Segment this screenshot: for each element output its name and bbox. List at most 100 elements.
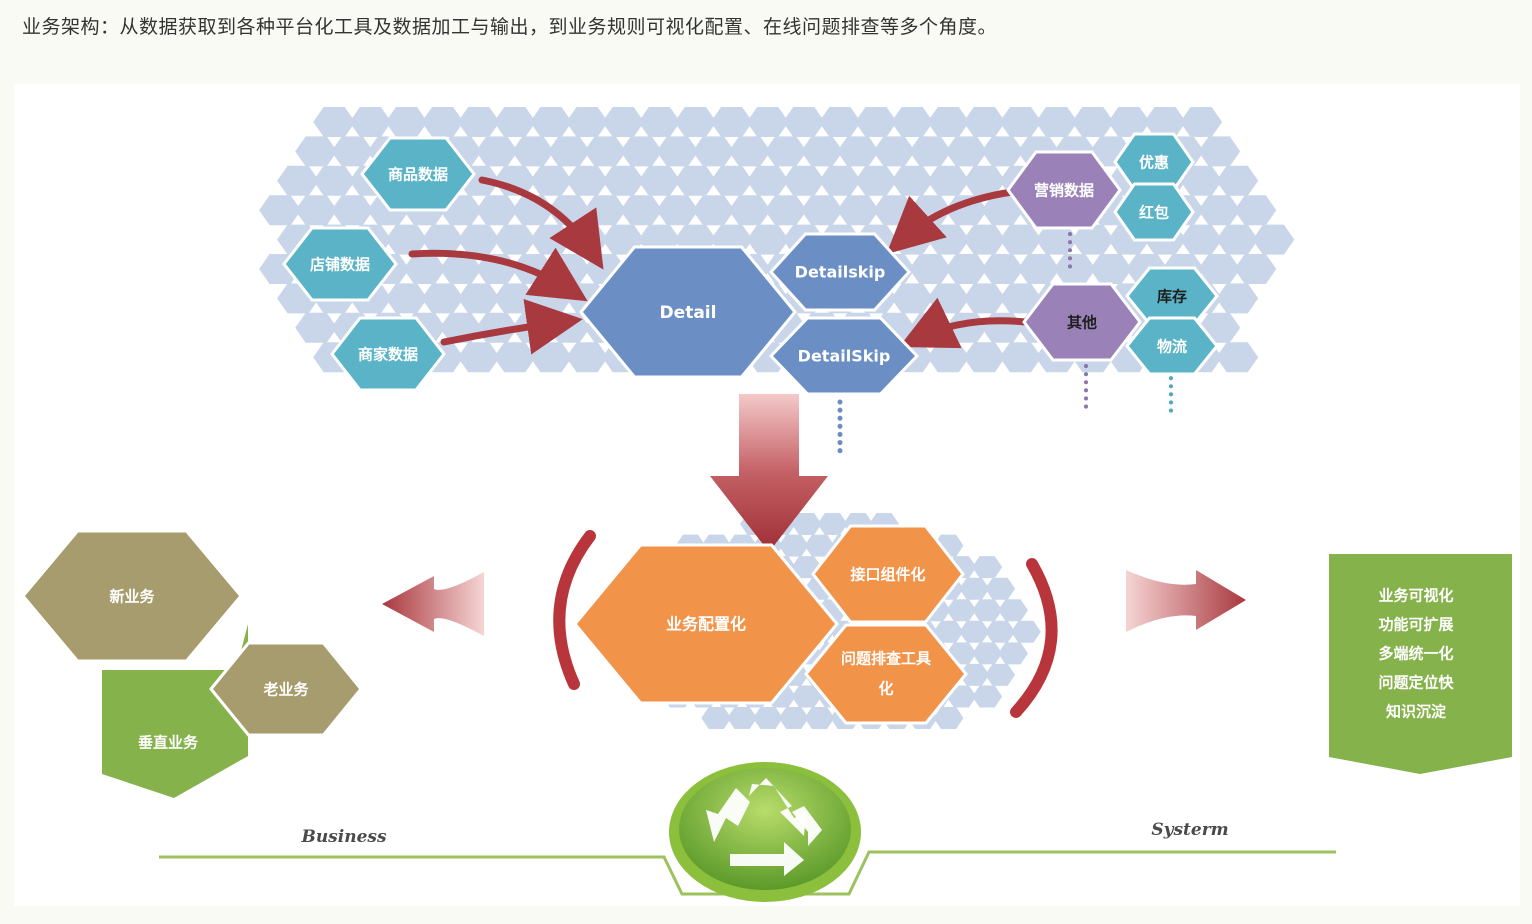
hex-stock-label: 库存 — [1157, 288, 1187, 306]
bg-hex — [959, 663, 990, 686]
bg-hex — [566, 165, 609, 196]
bg-hex — [457, 283, 500, 314]
bg-hex — [602, 165, 645, 196]
bg-hex — [584, 195, 627, 226]
bg-hex — [764, 136, 807, 167]
bg-hex — [891, 107, 934, 137]
bg-hex — [946, 599, 977, 622]
bg-hex — [981, 136, 1024, 167]
bg-hex — [752, 707, 783, 729]
system-benefits-banner — [1329, 554, 1512, 774]
hex-merchant-data — [330, 316, 446, 392]
down-arrow — [710, 394, 828, 552]
system-benefit-item: 知识沉淀 — [1386, 703, 1447, 721]
hex-old-business — [209, 641, 363, 737]
bg-hex — [746, 224, 789, 255]
bg-hex — [999, 342, 1042, 373]
bg-hex — [972, 642, 1003, 665]
vertical-business-label: 垂直业务 — [138, 734, 199, 752]
bg-hex — [999, 107, 1042, 137]
bg-hex — [1198, 195, 1241, 226]
dotted-connectors — [837, 232, 1173, 457]
bg-hex — [439, 254, 482, 284]
bg-hex — [620, 195, 663, 226]
bg-hex — [1089, 254, 1132, 284]
bg-hex — [331, 195, 374, 226]
bg-hex — [1035, 224, 1078, 255]
bg-hex — [493, 342, 536, 373]
input-arrows — [408, 176, 1030, 355]
left-bracket — [553, 530, 596, 690]
hex-marketing-data — [1006, 150, 1122, 230]
business-label: Business — [300, 827, 387, 847]
bg-hex — [791, 685, 822, 708]
labeled-hexes: 垂直业务商品数据店铺数据商家数据DetailDetailskipDetailSk… — [21, 132, 1219, 798]
hex-detailskip-1 — [768, 232, 912, 312]
bg-hex — [933, 620, 964, 643]
bg-hex — [349, 107, 392, 137]
bg-hex — [999, 224, 1042, 255]
bg-hex — [331, 136, 374, 167]
bg-hex — [791, 513, 822, 535]
hex-marketing-data-label: 营销数据 — [1034, 182, 1094, 200]
bg-hex — [728, 136, 771, 167]
hex-new-business-label: 新业务 — [109, 588, 155, 606]
bg-hex — [959, 620, 990, 643]
bg-hex — [985, 620, 1016, 643]
bg-hex — [998, 599, 1028, 622]
bg-hex — [295, 195, 338, 226]
bg-hex — [998, 642, 1028, 665]
bg-hex — [1010, 620, 1041, 643]
right-bracket — [1010, 558, 1058, 718]
bg-hex — [530, 107, 572, 137]
hex-shop-data — [282, 226, 398, 302]
bg-hex — [927, 224, 970, 255]
bg-hex — [313, 107, 356, 137]
hex-detailskip-2 — [768, 316, 920, 396]
bg-hex — [1234, 254, 1277, 284]
bg-hex — [909, 254, 952, 284]
bg-hex — [933, 707, 964, 729]
bg-hex — [674, 107, 717, 137]
hex-detail — [579, 245, 797, 379]
hex-vertical-business — [102, 624, 248, 798]
bg-hex — [277, 165, 320, 196]
system-benefit-item: 功能可扩展 — [1378, 616, 1453, 634]
bg-hex — [1071, 224, 1114, 255]
bg-hex — [855, 165, 897, 196]
hex-detail-label: Detail — [660, 303, 717, 323]
bg-hex — [804, 707, 835, 729]
bg-hex — [778, 707, 809, 729]
bg-hex — [530, 224, 572, 255]
arrow-goods-to-detail — [478, 176, 604, 270]
bg-hex — [963, 165, 1006, 196]
bg-hex — [656, 195, 699, 226]
bg-hex — [959, 577, 990, 600]
bg-hex — [800, 136, 843, 167]
bg-hex — [602, 107, 645, 137]
hex-logistics-label: 物流 — [1157, 338, 1187, 356]
bg-hex — [963, 224, 1006, 255]
hex-shop-data-label: 店铺数据 — [310, 256, 370, 274]
bg-hex — [782, 165, 825, 196]
bg-hex — [475, 136, 518, 167]
bg-hex — [1071, 107, 1114, 137]
bg-hex — [421, 224, 464, 255]
bg-hex — [817, 513, 848, 535]
bg-hex — [818, 165, 861, 196]
bg-hex — [963, 342, 1006, 373]
bg-hex — [778, 534, 809, 557]
bg-hex — [385, 224, 428, 255]
bg-hex — [837, 195, 879, 226]
hex-old-business-label: 老业务 — [262, 681, 309, 699]
bg-hex — [981, 195, 1024, 226]
hex-merchant-data-label: 商家数据 — [358, 346, 418, 364]
hex-red-packet — [1113, 182, 1195, 242]
bg-hex — [656, 136, 699, 167]
right-arrow — [1126, 570, 1246, 632]
bg-hex — [782, 107, 825, 137]
bg-hex — [985, 663, 1016, 686]
bg-hex — [1180, 107, 1223, 137]
